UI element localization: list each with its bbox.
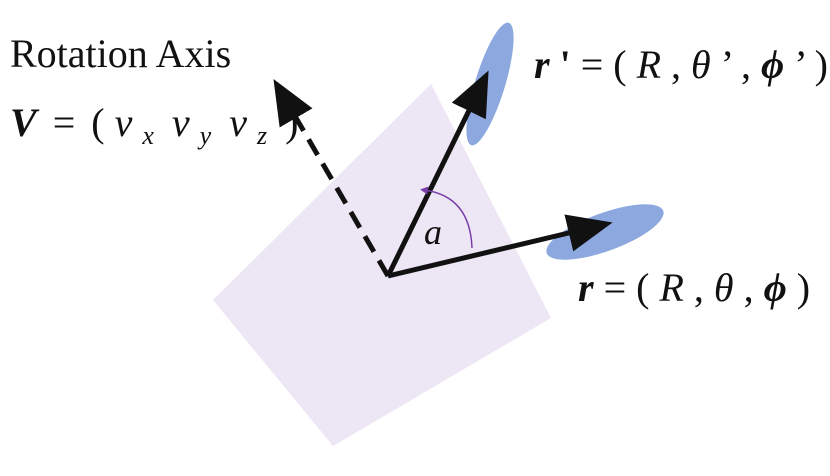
component-vz: v [229,100,247,145]
r-prime-comma-1: , [671,42,691,87]
r-prime-theta-mark: ’ [721,42,731,87]
r-R: R [658,265,683,310]
angle-arc [420,186,473,249]
r-ellipse [546,204,664,260]
component-vx: v [115,100,133,145]
r-prime-mark: ' [560,42,571,87]
r-label: r = ( R , θ , ϕ ) [578,265,810,310]
r-prime-ellipse [466,22,514,146]
r-arrow [387,214,613,279]
open-paren: ( [91,100,104,145]
vector-v-symbol: V [10,100,40,145]
r-prime-phi-mark: ’ [794,42,804,87]
r-comma-2: , [744,265,764,310]
r-equals: = ( [604,265,650,310]
component-vy: v [172,100,190,145]
rotation-axis-vector: V = ( v x v y v z ) [10,100,298,153]
rotation-axis-arrow [273,79,391,278]
r-prime-theta: θ [691,42,711,87]
component-vx-subscript: x [141,121,154,150]
r-phi: ϕ [764,265,787,310]
r-prime-arrow [385,70,489,278]
component-vz-subscript: z [256,121,267,150]
r-prime-R: R [636,42,661,87]
r-prime-equals: = ( [581,42,627,87]
r-comma-1: , [694,265,714,310]
r-symbol: r [578,265,594,310]
rotation-axis-caption: Rotation Axis [10,31,231,76]
r-close: ) [797,265,810,310]
r-prime-label: r ' = ( R , θ ’ , ϕ ’ ) [534,42,828,87]
close-paren: ) [285,100,298,145]
component-vy-subscript: y [197,121,212,150]
angle-label: a [424,212,442,252]
r-theta: θ [714,265,734,310]
r-prime-symbol: r [534,42,550,87]
r-prime-close: ) [815,42,828,87]
r-prime-comma-2: , [741,42,761,87]
equals-sign: = [53,100,76,145]
r-prime-phi: ϕ [761,42,784,87]
